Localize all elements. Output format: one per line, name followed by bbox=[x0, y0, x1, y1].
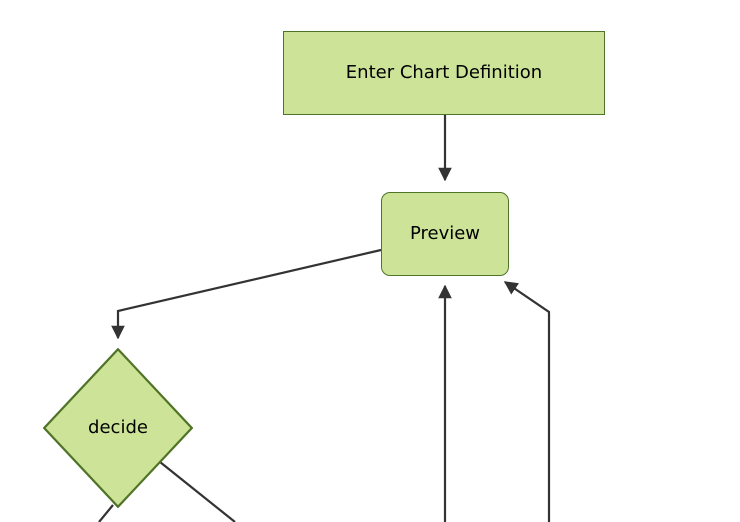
node-decide[interactable]: decide bbox=[43, 348, 193, 508]
edge-decide-branch-right bbox=[159, 461, 236, 522]
node-preview[interactable]: Preview bbox=[381, 192, 509, 276]
edge-decide-branch-left bbox=[98, 504, 114, 522]
diamond-shape-icon bbox=[43, 348, 193, 508]
node-label-preview: Preview bbox=[409, 223, 481, 245]
node-label-decide: decide bbox=[88, 417, 148, 439]
node-enter-chart-definition[interactable]: Enter Chart Definition bbox=[283, 31, 605, 115]
edge-return-right-to-preview bbox=[503, 281, 551, 522]
edge-preview-to-decide bbox=[111, 248, 382, 340]
node-label-enter-chart-definition: Enter Chart Definition bbox=[345, 62, 543, 84]
